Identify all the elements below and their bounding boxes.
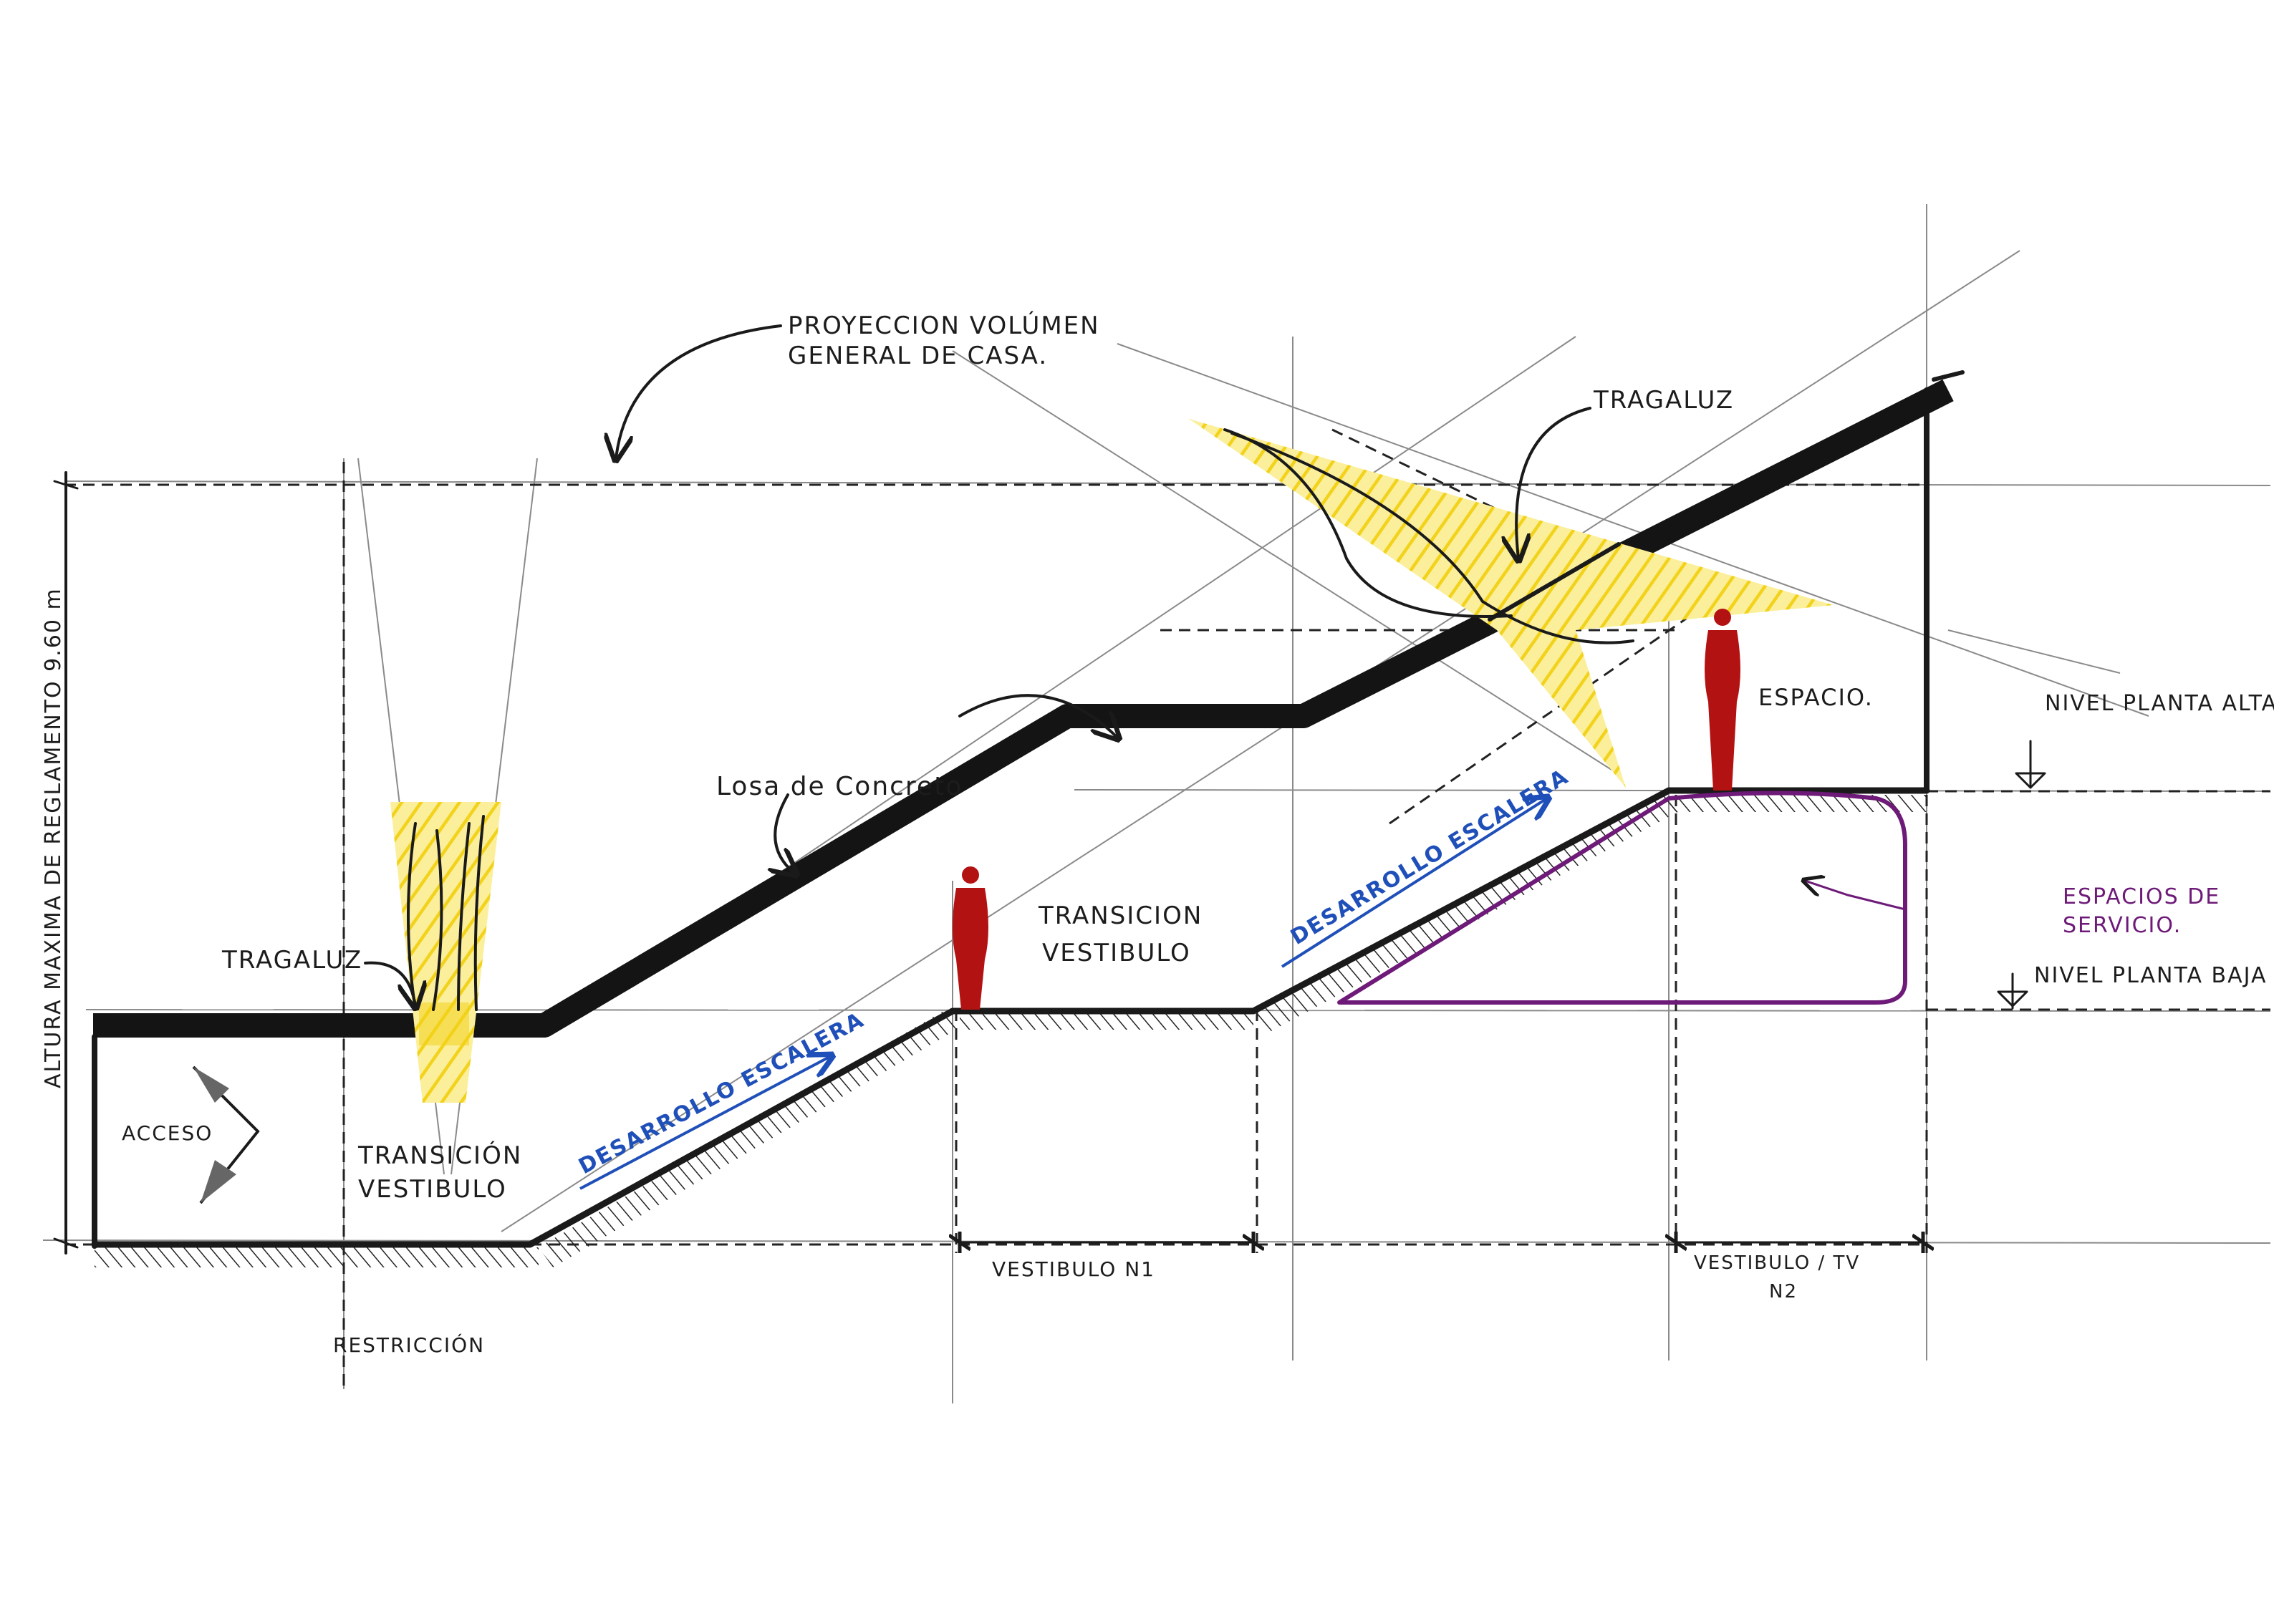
level-marker-icon xyxy=(1997,972,2028,1010)
label-restriccion: RESTRICCIÓN xyxy=(333,1333,485,1357)
label-vestibulo-tv: VESTIBULO / TV xyxy=(1694,1252,1860,1274)
service-space-outline xyxy=(1337,791,1907,1005)
level-marker-icon xyxy=(2015,740,2046,789)
ground xyxy=(95,793,1927,1267)
label-nivel-planta-alta: NIVEL PLANTA ALTA xyxy=(2045,691,2274,716)
label-vestibulo-n2: N2 xyxy=(1769,1281,1798,1302)
label-proyeccion-line1: PROYECCION VOLÚMEN xyxy=(788,311,1100,340)
label-vestibulo-2: VESTIBULO xyxy=(1042,939,1191,967)
label-tragaluz-left: TRAGALUZ xyxy=(221,946,362,975)
left-skylight xyxy=(390,802,501,1103)
label-espacio: ESPACIO. xyxy=(1758,684,1874,711)
label-transicion-2: TRANSICION xyxy=(1038,902,1203,930)
label-acceso: ACCESO xyxy=(122,1121,213,1145)
entry-arrow-icon xyxy=(192,1065,260,1204)
label-proyeccion-line2: GENERAL DE CASA. xyxy=(788,342,1048,370)
label-vestibulo-1: VESTIBULO xyxy=(358,1175,507,1204)
right-skylight xyxy=(1189,419,1834,788)
label-vestibulo-n1: VESTIBULO N1 xyxy=(992,1257,1155,1281)
height-dimension xyxy=(53,471,79,1255)
label-espacios-servicio-1: ESPACIOS DE xyxy=(2063,884,2220,909)
label-espacios-servicio-2: SERVICIO. xyxy=(2063,913,2182,938)
height-label: ALTURA MAXIMA DE REGLAMENTO 9.60 m xyxy=(41,587,66,1088)
label-tragaluz-top: TRAGALUZ xyxy=(1593,386,1734,415)
label-nivel-planta-baja: NIVEL PLANTA BAJA xyxy=(2034,963,2267,988)
label-transicion-1: TRANSICIÓN xyxy=(357,1141,522,1170)
person-figure-icon xyxy=(953,866,988,1010)
person-figure-icon xyxy=(1705,609,1740,791)
label-losa: Losa de Concreto xyxy=(716,772,963,801)
